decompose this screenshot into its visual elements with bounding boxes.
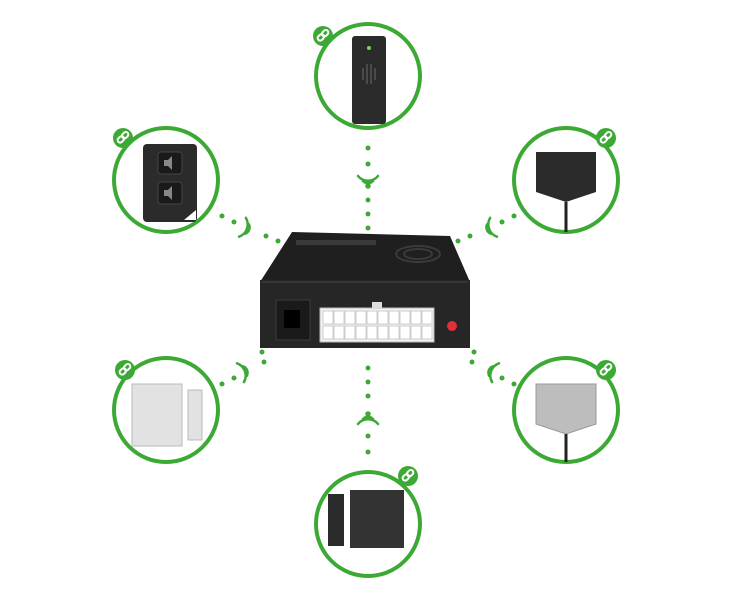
dotted-links [219, 145, 517, 455]
wifi-signal-icon [356, 174, 380, 189]
pir-sensor-dark-icon [536, 152, 596, 232]
link-top [365, 145, 371, 231]
remote-control-icon [143, 144, 197, 222]
door-sensor-white-icon [131, 383, 203, 447]
wifi-signal-icon [356, 411, 380, 426]
link-bottom [365, 365, 371, 455]
link-bottom-right [469, 349, 517, 387]
link-top-right [455, 213, 517, 244]
pir-sensor-grey-icon [535, 383, 597, 462]
door-sensor-dark-icon [328, 490, 404, 548]
wifi-signal-icon [487, 362, 501, 384]
link-icon [113, 128, 133, 148]
link-icon [313, 26, 333, 46]
wifi-signal-icon [485, 216, 499, 238]
link-bottom-left [219, 349, 267, 387]
connector-pins [322, 310, 433, 340]
wifi-signal-icon [235, 362, 249, 384]
link-icon [596, 360, 616, 380]
wifi-signal-icon [237, 216, 251, 238]
link-badges [113, 26, 616, 486]
status-led [447, 321, 457, 331]
alarm-control-unit [260, 232, 470, 348]
siren-device-icon [352, 36, 386, 124]
link-icon [596, 128, 616, 148]
link-top-left [219, 213, 281, 244]
link-icon [115, 360, 135, 380]
link-icon [398, 466, 418, 486]
